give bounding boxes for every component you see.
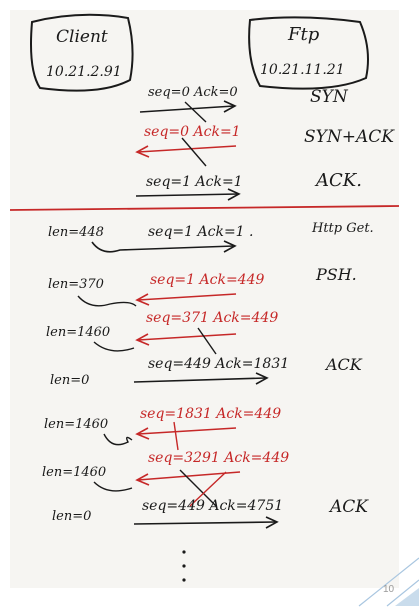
transfer-4-len: len=0 [50,373,89,388]
transfer-6-len: len=1460 [42,465,106,480]
transfer-6-seg: seq=3291 Ack=449 [148,450,289,466]
transfer-5-curl [103,433,133,446]
transfer-row-2: len=370 seq=1 Ack=449 PSH. [48,265,357,307]
transfer-7-arrow [133,521,277,525]
transfer-5-seg: seq=1831 Ack=449 [140,406,281,422]
transfer-7-len: len=0 [52,509,91,524]
transfer-1-seg: seq=1 Ack=1 . [148,224,254,240]
handshake-1-arrowhead [223,100,237,113]
transfer-5-arrow [137,427,237,435]
transfer-3-len: len=1460 [46,325,110,340]
client-box [30,13,134,92]
transfer-1-len: len=448 [48,225,104,240]
continuation-dot-3 [182,578,186,582]
transfer-3-curl [93,341,135,352]
handshake-divider [9,205,400,211]
client-label: Client [56,27,108,47]
handshake-2-seg: seq=0 Ack=1 [144,124,241,140]
handshake-2-type: SYN+ACK [304,127,395,147]
transfer-5-len: len=1460 [44,417,108,432]
transfer-1-arrowhead [223,240,237,253]
transfer-row-1: len=448 seq=1 Ack=1 . Http Get. [48,221,374,253]
page-number: 10 [383,584,395,595]
transfer-row-4: len=0 seq=449 Ack=1831 ACK [50,355,363,388]
transfer-6-curl [93,481,133,492]
transfer-3-seg: seq=371 Ack=449 [146,310,278,326]
transfer-4-arrow [133,377,267,383]
handshake-2-arrowhead [135,145,150,158]
transfer-1-type: Http Get. [311,221,374,236]
continuation-dot-1 [182,550,186,554]
transfer-4-arrowhead [255,372,269,385]
transfer-7-seg: seq=449 Ack=4751 [142,498,283,514]
client-ip: 10.21.2.91 [46,64,122,80]
handshake-1-arrow [139,105,235,113]
handshake-3-seg: seq=1 Ack=1 [146,174,243,190]
handshake-2-arrow [137,145,237,153]
slide-corner-decoration [358,557,419,607]
server-box [248,16,369,90]
transfer-3-arrowhead [135,333,150,346]
handshake-3-arrowhead [227,188,241,201]
transfer-6-arrowhead [135,473,150,486]
handshake-1-type: SYN [310,87,349,107]
handwritten-photo: Client 10.21.2.91 Ftp 10.21.11.21 seq=0 … [9,10,400,588]
transfer-7-arrowhead [265,516,279,529]
transfer-row-5: len=1460 seq=1831 Ack=449 [44,406,281,451]
transfer-5-tick [173,421,179,451]
transfer-6-cross-2 [189,471,227,507]
handshake-1-tick [184,101,207,123]
transfer-row-7: len=0 seq=449 Ack=4751 ACK [52,497,369,529]
transfer-2-len: len=370 [48,277,104,292]
continuation-dot-2 [182,564,186,568]
transfer-4-seg: seq=449 Ack=1831 [148,356,289,372]
server-ip: 10.21.11.21 [260,62,345,78]
server-label: Ftp [287,24,320,45]
transfer-3-arrow [137,333,237,341]
transfer-5-arrowhead [135,427,150,440]
transfer-7-type: ACK [328,497,369,517]
transfer-2-seg: seq=1 Ack=449 [150,272,264,288]
transfer-2-curl [77,295,137,307]
handshake-3-arrow [135,193,239,197]
transfer-row-6: len=1460 seq=3291 Ack=449 [42,450,289,507]
transfer-6-arrow [137,471,241,481]
transfer-2-type: PSH. [315,265,357,284]
transfer-2-arrow [137,293,237,301]
transfer-1-arrow [91,241,235,253]
handshake-3-type: ACK. [314,170,362,191]
transfer-row-3: len=1460 seq=371 Ack=449 [46,310,278,355]
handshake-2-tick [181,137,207,167]
transfer-2-arrowhead [135,293,150,306]
handwritten-diagram: Client 10.21.2.91 Ftp 10.21.11.21 seq=0 … [9,13,400,582]
transfer-3-tick [197,327,217,355]
handshake-1-seg: seq=0 Ack=0 [148,85,238,100]
transfer-6-cross-1 [179,469,217,507]
transfer-4-type: ACK [324,355,363,374]
